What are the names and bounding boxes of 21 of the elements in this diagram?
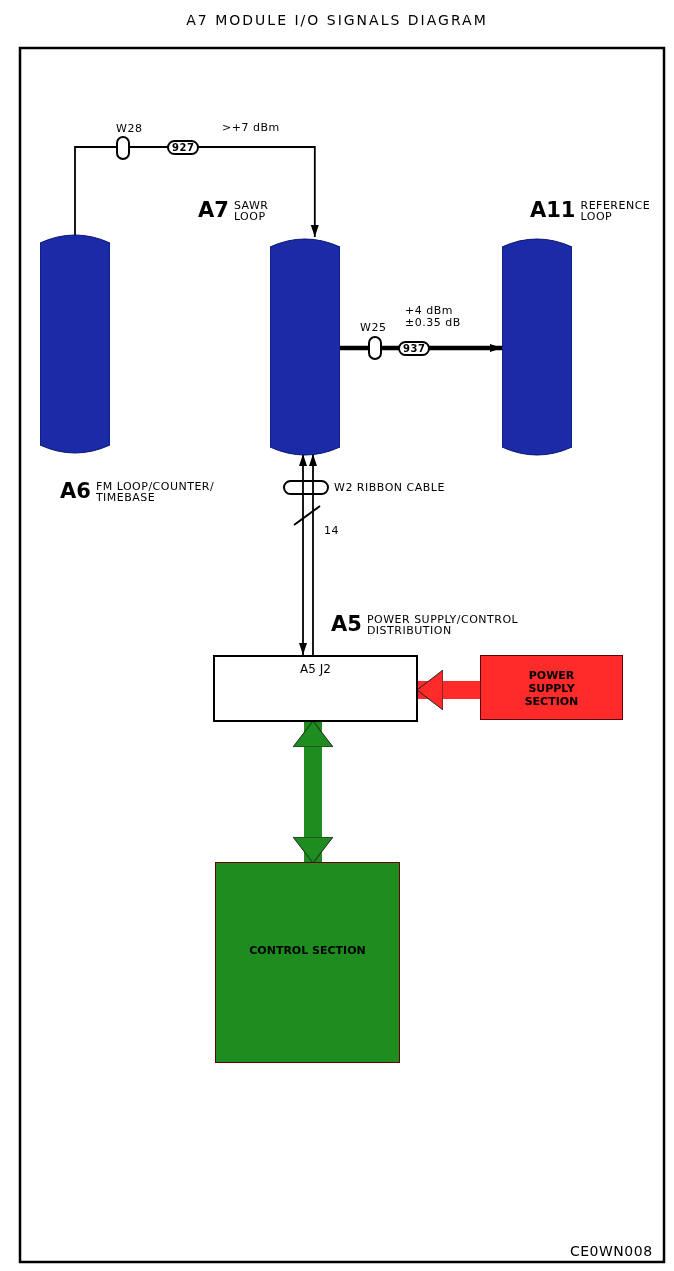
cable-label: W2 RIBBON CABLE <box>334 482 445 494</box>
section-block <box>480 655 623 720</box>
module-name: FM LOOP/COUNTER/ TIMEBASE <box>95 480 216 503</box>
module-number: A6 <box>60 480 91 502</box>
module-name: POWER SUPPLY/CONTROL DISTRIBUTION <box>366 613 520 636</box>
cable-marker: 937 <box>398 341 431 356</box>
wire-count: 14 <box>324 525 339 537</box>
diagram-title: A7 MODULE I/O SIGNALS DIAGRAM <box>185 12 489 28</box>
cable-marker: 927 <box>167 140 200 155</box>
section-name: CONTROL SECTION <box>248 943 367 957</box>
connector-designator: A5 J2 <box>299 663 332 676</box>
cable-number: W28 <box>116 123 143 135</box>
module-number: A11 <box>530 199 576 221</box>
section-block <box>215 862 400 1063</box>
signal-level-label: >+7 dBm <box>222 122 280 134</box>
module-name: REFERENCE LOOP <box>580 199 652 222</box>
module-number: A7 <box>198 199 229 221</box>
module-name: SAWR LOOP <box>233 199 270 222</box>
section-name: POWER SUPPLY SECTION <box>523 668 580 708</box>
module-number: A5 <box>331 613 362 635</box>
cable-number: W25 <box>360 322 387 334</box>
